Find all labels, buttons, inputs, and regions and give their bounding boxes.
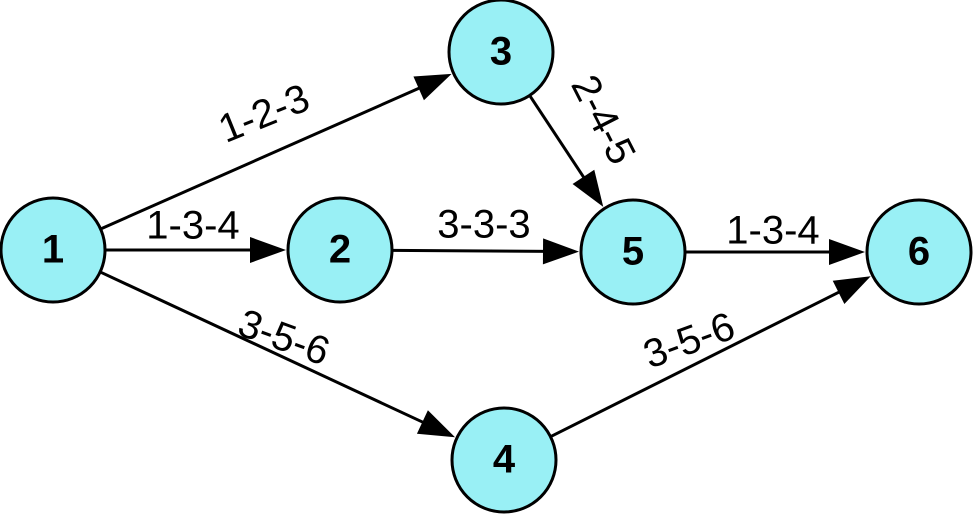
edge-label: 3-5-6 — [232, 301, 335, 374]
arrowhead-icon — [572, 169, 604, 207]
edge-line — [549, 289, 843, 439]
edge-label: 1-3-4 — [726, 209, 819, 253]
node-label: 5 — [622, 230, 644, 274]
edge-line — [99, 85, 423, 231]
node-circle — [865, 198, 973, 306]
edge-1-4 — [99, 270, 456, 438]
edge-2-5 — [391, 238, 580, 265]
edge-3-5 — [528, 94, 604, 207]
arrowhead-icon — [829, 239, 865, 265]
node-1: 1 — [0, 196, 107, 304]
node-label: 3 — [490, 30, 512, 74]
edge-1-2 — [105, 237, 286, 263]
node-label: 6 — [908, 230, 930, 274]
edge-1-3 — [99, 73, 452, 231]
edge-label: 2-4-5 — [562, 68, 644, 171]
node-6: 6 — [865, 198, 973, 306]
edge-line — [99, 270, 427, 426]
arrowhead-icon — [832, 276, 871, 304]
node-circle — [447, 0, 555, 106]
edge-label: 3-3-3 — [437, 203, 530, 247]
node-circle — [450, 406, 558, 514]
node-label: 4 — [493, 438, 516, 482]
arrowhead-icon — [542, 238, 580, 265]
node-circle — [579, 198, 687, 306]
node-4: 4 — [450, 406, 558, 514]
edge-line — [528, 94, 587, 182]
arrowhead-icon — [416, 410, 456, 438]
node-2: 2 — [286, 196, 394, 304]
node-label: 1 — [42, 228, 64, 272]
edge-5-6 — [685, 239, 865, 265]
node-circle — [0, 196, 107, 304]
edges-layer — [99, 73, 871, 439]
edge-4-6 — [549, 276, 871, 439]
node-label: 2 — [329, 228, 351, 272]
arrowhead-icon — [413, 73, 452, 101]
edge-line — [391, 248, 548, 253]
arrowhead-icon — [250, 237, 286, 263]
node-5: 5 — [579, 198, 687, 306]
edge-label: 1-3-4 — [146, 204, 239, 248]
node-3: 3 — [447, 0, 555, 106]
node-circle — [286, 196, 394, 304]
